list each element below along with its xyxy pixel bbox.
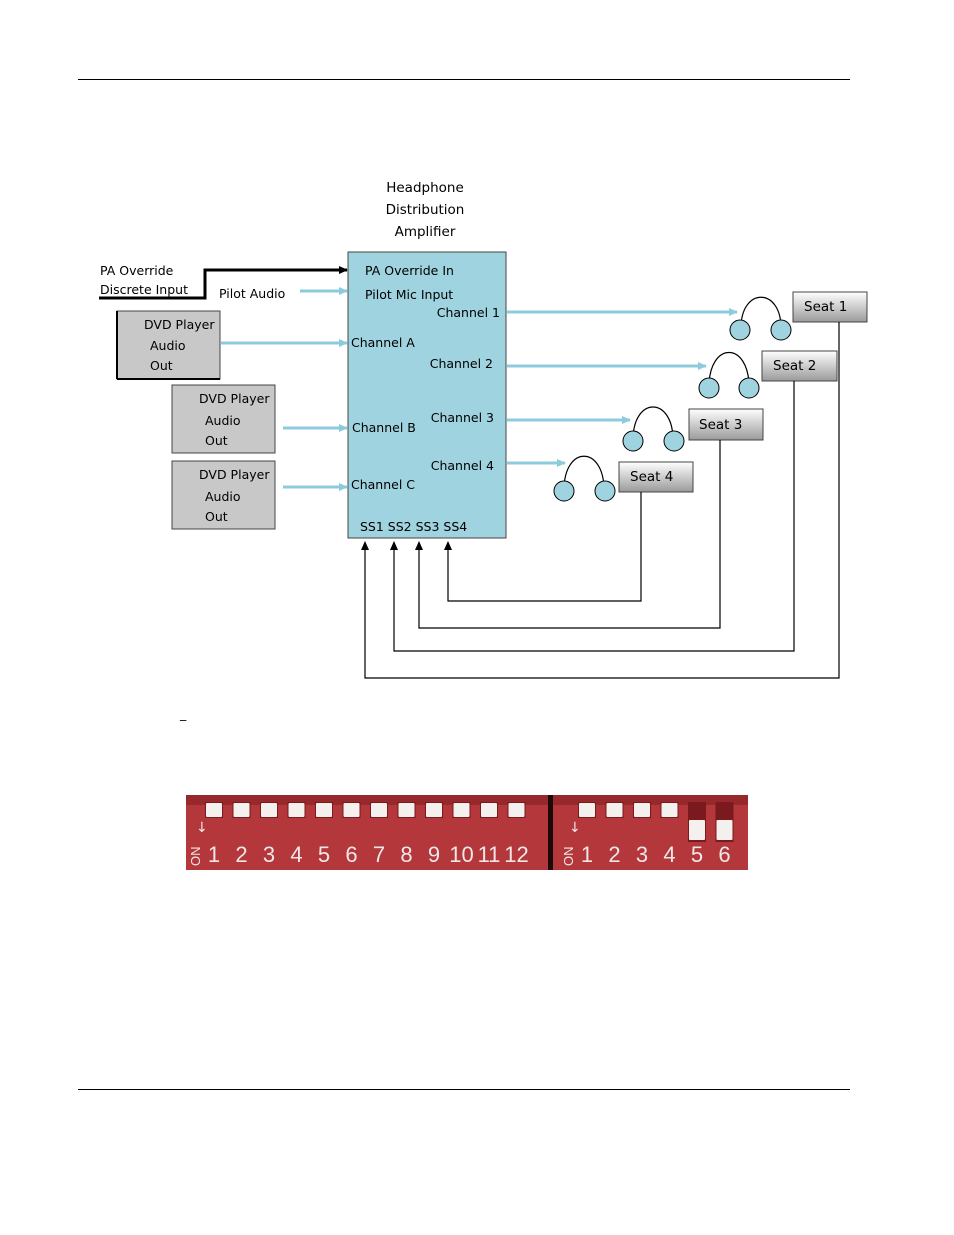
dip-bank-1-number-9: 9 (428, 842, 440, 867)
dip-bank-1-number-5: 5 (318, 842, 330, 867)
dvd-player-3-line-1: DVD Player (199, 467, 270, 482)
dvd-player-2-line-1: DVD Player (199, 391, 270, 406)
dip-bank-1-lever-2 (233, 803, 250, 817)
pa-override-wire (99, 266, 348, 300)
dip-bank-2-number-3: 3 (636, 842, 648, 867)
seat-4-label: Seat 4 (630, 469, 673, 485)
dip-bank-2-arrow-icon: ↓ (569, 820, 581, 836)
dvd-player-2 (171, 384, 276, 454)
pilot-mic-input-label: Pilot Mic Input (365, 287, 453, 302)
seat-4-select-wire (444, 492, 642, 602)
channel-3-label: Channel 3 (431, 410, 494, 425)
dvd-player-2-line-3: Out (205, 433, 228, 448)
dip-bank-1-lever-7 (371, 803, 387, 817)
pa-override-source-line-1: PA Override (100, 263, 174, 278)
dip-bank-1-number-11: 11 (478, 842, 501, 867)
dip-bank-1-lever-4 (288, 803, 305, 817)
dip-bank-2-number-2: 2 (608, 842, 620, 867)
dvd-player-2-line-2: Audio (205, 413, 241, 428)
seat-3-label: Seat 3 (699, 417, 742, 433)
headphone-3-icon (622, 406, 685, 452)
dip-bank-1-lever-11 (481, 803, 497, 817)
dip-switch-divider (548, 795, 553, 870)
dip-bank-2-lever-3 (634, 803, 650, 817)
dip-bank-1-number-8: 8 (400, 842, 412, 867)
amp-title-line-2: Distribution (386, 202, 465, 218)
dip-bank-1-number-10: 10 (449, 842, 473, 867)
dip-bank-1-number-7: 7 (373, 842, 385, 867)
channel-c-label: Channel C (351, 477, 415, 492)
headphone-2-icon (698, 351, 760, 399)
dip-bank-1-lever-8 (398, 803, 415, 817)
headphone-4-icon (553, 455, 616, 502)
dip-bank-2-on-label: ON (561, 847, 576, 867)
seat-2-box (761, 350, 838, 382)
dip-bank-1-lever-1 (206, 803, 222, 817)
headphone-1-icon (729, 296, 792, 341)
dip-bank-1-on-label: ON (188, 847, 203, 867)
dip-bank-1-number-1: 1 (208, 842, 220, 867)
dip-bank-2-number-5: 5 (691, 842, 703, 867)
dip-bank-2-lever-2 (606, 803, 623, 817)
dip-bank-1-lever-3 (261, 803, 277, 817)
dip-bank-2-lever-6 (716, 820, 733, 840)
seat-select-labels: SS1 SS2 SS3 SS4 (360, 519, 467, 534)
channel-1-label: Channel 1 (437, 305, 500, 320)
footer-rule (78, 1089, 850, 1090)
dvd-player-1-line-2: Audio (150, 338, 186, 353)
seat-1-box (792, 291, 868, 323)
dip-bank-1-number-12: 12 (504, 842, 528, 867)
channel-b-label: Channel B (352, 420, 416, 435)
dip-bank-1-lever-9 (426, 803, 442, 817)
dip-bank-1-arrow-icon: ↓ (196, 820, 208, 836)
channel-2-label: Channel 2 (430, 356, 493, 371)
dip-bank-1-number-3: 3 (263, 842, 275, 867)
seat-3-select-wire (415, 440, 721, 629)
amp-title-line-3: Amplifier (395, 224, 456, 240)
dvd-player-1-line-1: DVD Player (144, 317, 215, 332)
dip-bank-2-lever-5 (689, 820, 705, 840)
dvd-player-3-line-2: Audio (205, 489, 241, 504)
dvd-player-1-line-3: Out (150, 358, 173, 373)
dip-bank-1-number-2: 2 (235, 842, 247, 867)
dip-bank-2-number-6: 6 (718, 842, 730, 867)
seat-2-select-wire (390, 381, 795, 652)
channel-a-label: Channel A (351, 335, 415, 350)
caption-mark: _ (179, 706, 187, 721)
seat-3-box (688, 408, 764, 441)
seat-2-label: Seat 2 (773, 358, 816, 374)
dip-bank-2-lever-4 (661, 803, 678, 817)
dip-bank-1-lever-12 (508, 803, 525, 817)
dvd-player-3-line-3: Out (205, 509, 228, 524)
dip-bank-1-number-6: 6 (345, 842, 357, 867)
dip-bank-1-lever-5 (316, 803, 332, 817)
dip-bank-1-number-4: 4 (290, 842, 302, 867)
pilot-audio-label: Pilot Audio (219, 286, 285, 301)
amp-title-line-1: Headphone (386, 180, 464, 196)
channel-4-label: Channel 4 (431, 458, 494, 473)
pa-override-source-line-2: Discrete Input (100, 282, 188, 297)
seat-4-box (618, 461, 694, 493)
pa-override-in-label: PA Override In (365, 263, 454, 278)
seat-1-select-wire (361, 322, 840, 679)
seat-1-label: Seat 1 (804, 299, 847, 315)
dip-bank-2-number-1: 1 (581, 842, 593, 867)
dip-bank-2-lever-1 (579, 803, 595, 817)
dip-bank-2-number-4: 4 (663, 842, 675, 867)
dip-switch-shade (186, 795, 748, 805)
amplifier-box (347, 251, 507, 539)
header-rule (78, 79, 850, 80)
dip-bank-1-lever-6 (343, 803, 360, 817)
dvd-player-3 (171, 460, 276, 530)
dip-bank-1-lever-10 (453, 803, 470, 817)
